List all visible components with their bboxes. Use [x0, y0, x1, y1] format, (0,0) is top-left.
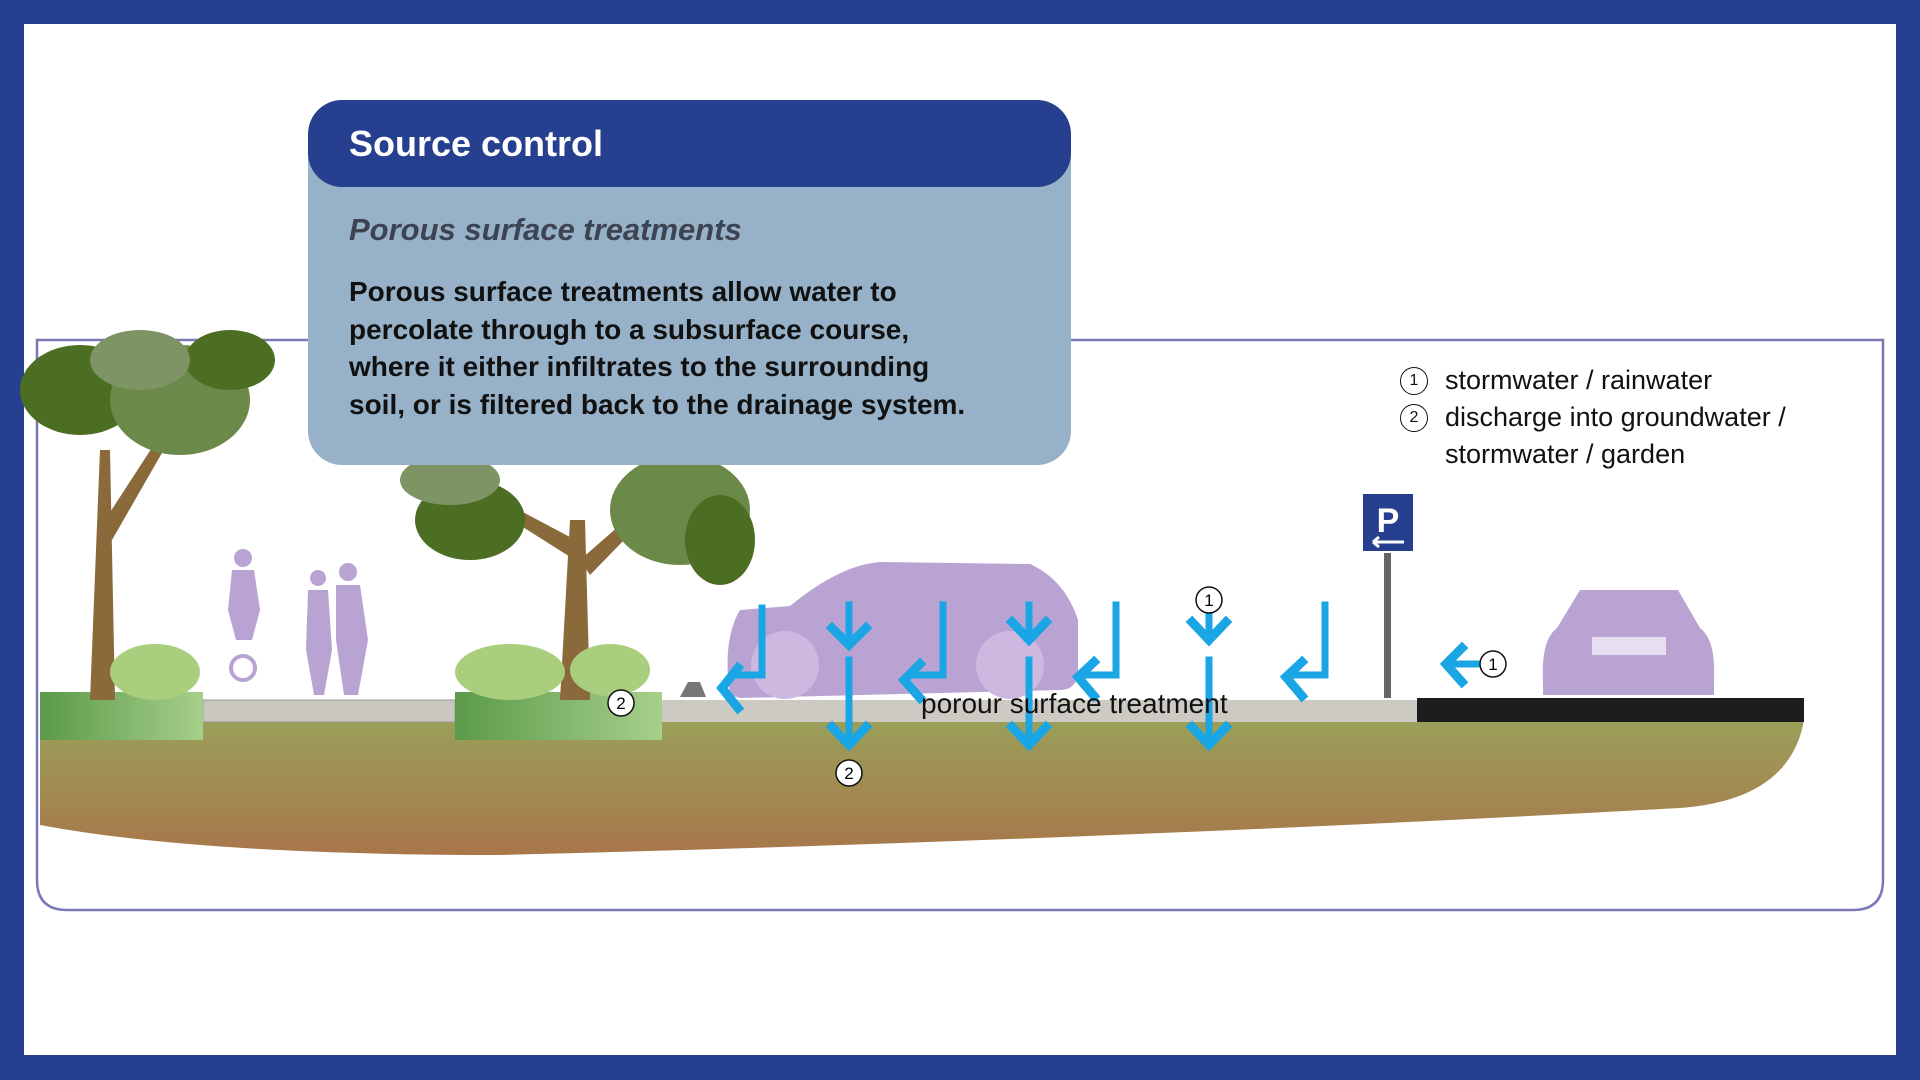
legend: 1 stormwater / rainwater 2 discharge int…	[1400, 362, 1786, 473]
porous-surface-label: porour surface treatment	[921, 688, 1228, 719]
callout-body: Porous surface treatments allow water to…	[349, 273, 965, 423]
tree	[400, 455, 755, 700]
garden-bed	[40, 692, 203, 740]
legend-number: 1	[1400, 367, 1428, 395]
body-line: where it either infiltrates to the surro…	[349, 351, 930, 382]
info-callout: Source control Porous surface treatments…	[308, 100, 1071, 465]
marker-2: 2	[844, 764, 853, 783]
callout-header: Source control	[308, 100, 1071, 187]
parking-sign: P	[1361, 492, 1415, 698]
legend-label: stormwater / garden	[1445, 439, 1686, 469]
arrow-down-icon	[1005, 656, 1053, 752]
body-line: percolate through to a subsurface course…	[349, 313, 910, 345]
legend-item: 2 discharge into groundwater / stormwate…	[1400, 399, 1786, 473]
arrow-left-icon	[1071, 601, 1120, 703]
curb	[680, 682, 706, 697]
shrubs	[110, 644, 650, 700]
legend-number: 2	[1400, 404, 1428, 432]
marker-2: 2	[616, 694, 625, 713]
soil	[40, 720, 1804, 855]
marker-1: 1	[1488, 655, 1497, 674]
body-line: soil, or is filtered back to the drainag…	[349, 388, 966, 420]
callout-title: Source control	[349, 122, 604, 164]
people	[228, 549, 368, 695]
legend-label: discharge into groundwater /	[1445, 402, 1786, 432]
arrow-left-icon	[897, 601, 947, 705]
water-flow-arrows	[716, 601, 1494, 752]
parking-sign-letter: P	[1377, 502, 1400, 540]
arrow-left-icon	[716, 604, 766, 715]
panel-outline	[35, 338, 1885, 912]
arrow-left-icon	[1279, 601, 1329, 703]
marker-1: 1	[1204, 591, 1213, 610]
legend-item: 1 stormwater / rainwater	[1400, 362, 1786, 399]
sidewalk	[202, 699, 456, 723]
car-front	[1542, 590, 1715, 695]
arrow-down-icon	[1005, 601, 1053, 647]
callout-subtitle: Porous surface treatments	[349, 212, 742, 247]
body-line: Porous surface treatments allow water to	[349, 276, 897, 307]
arrow-down-icon	[1185, 656, 1233, 752]
arrow-down-icon	[825, 601, 873, 652]
car-side	[727, 562, 1078, 699]
asphalt-road	[1417, 698, 1804, 722]
arrow-down-icon	[825, 656, 873, 752]
legend-label: stormwater / rainwater	[1445, 365, 1713, 395]
arrow-down-icon	[1185, 611, 1233, 647]
tree	[20, 330, 275, 700]
